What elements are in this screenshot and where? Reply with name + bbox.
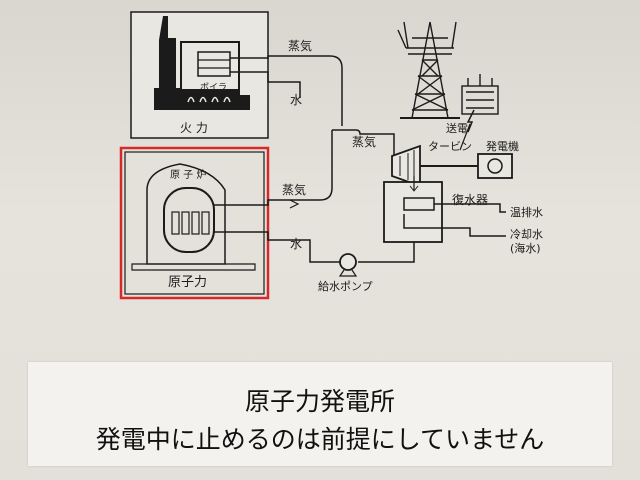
turbine-section [332, 109, 513, 277]
flame-icon [187, 96, 231, 103]
turbine-icon [391, 144, 421, 188]
thermal-plant: ボイラ 火 力 [130, 11, 343, 139]
chimney-icon [159, 16, 176, 88]
cooling-water-label: 冷却水 [510, 228, 543, 241]
transformer-icon [461, 74, 499, 115]
condenser-label: 復水器 [452, 192, 488, 207]
nuclear-label: 原子力 [168, 275, 207, 290]
steam-mid-label: 蒸気 [352, 134, 376, 149]
transmission-label: 送電 [446, 121, 468, 135]
caption-card: 原子力発電所 発電中に止めるのは前提にしていません [28, 362, 612, 466]
reactor-label: 原 子 炉 [170, 169, 206, 181]
sea-water-label: (海水) [510, 241, 541, 255]
transmission-tower-icon [397, 21, 460, 119]
steam-top-label: 蒸気 [288, 38, 312, 53]
caption-note: 発電中に止めるのは前提にしていません [95, 425, 545, 454]
generator-icon [477, 153, 513, 179]
thermal-label: 火 力 [180, 121, 208, 135]
nuclear-plant: 原 子 炉 原子力 [119, 130, 333, 300]
containment-icon [146, 163, 226, 265]
water-top-label: 水 [290, 93, 302, 107]
warm-discharge-label: 温排水 [510, 205, 543, 219]
steam-bottom-label: 蒸気 [282, 182, 306, 197]
nuclear-highlight-frame [119, 146, 270, 300]
boiler-label: ボイラ [200, 82, 227, 93]
condenser-icon [383, 181, 443, 243]
caption-title: 原子力発電所 [244, 387, 395, 416]
water-bottom-label: 水 [290, 237, 302, 251]
lightning-icon [466, 109, 475, 133]
generator-label: 発電機 [486, 139, 519, 153]
feed-pump-label: 給水ポンプ [318, 279, 373, 293]
turbine-label: タービン [428, 140, 472, 153]
reactor-vessel-icon [163, 187, 215, 253]
feed-pump-icon [339, 253, 357, 271]
